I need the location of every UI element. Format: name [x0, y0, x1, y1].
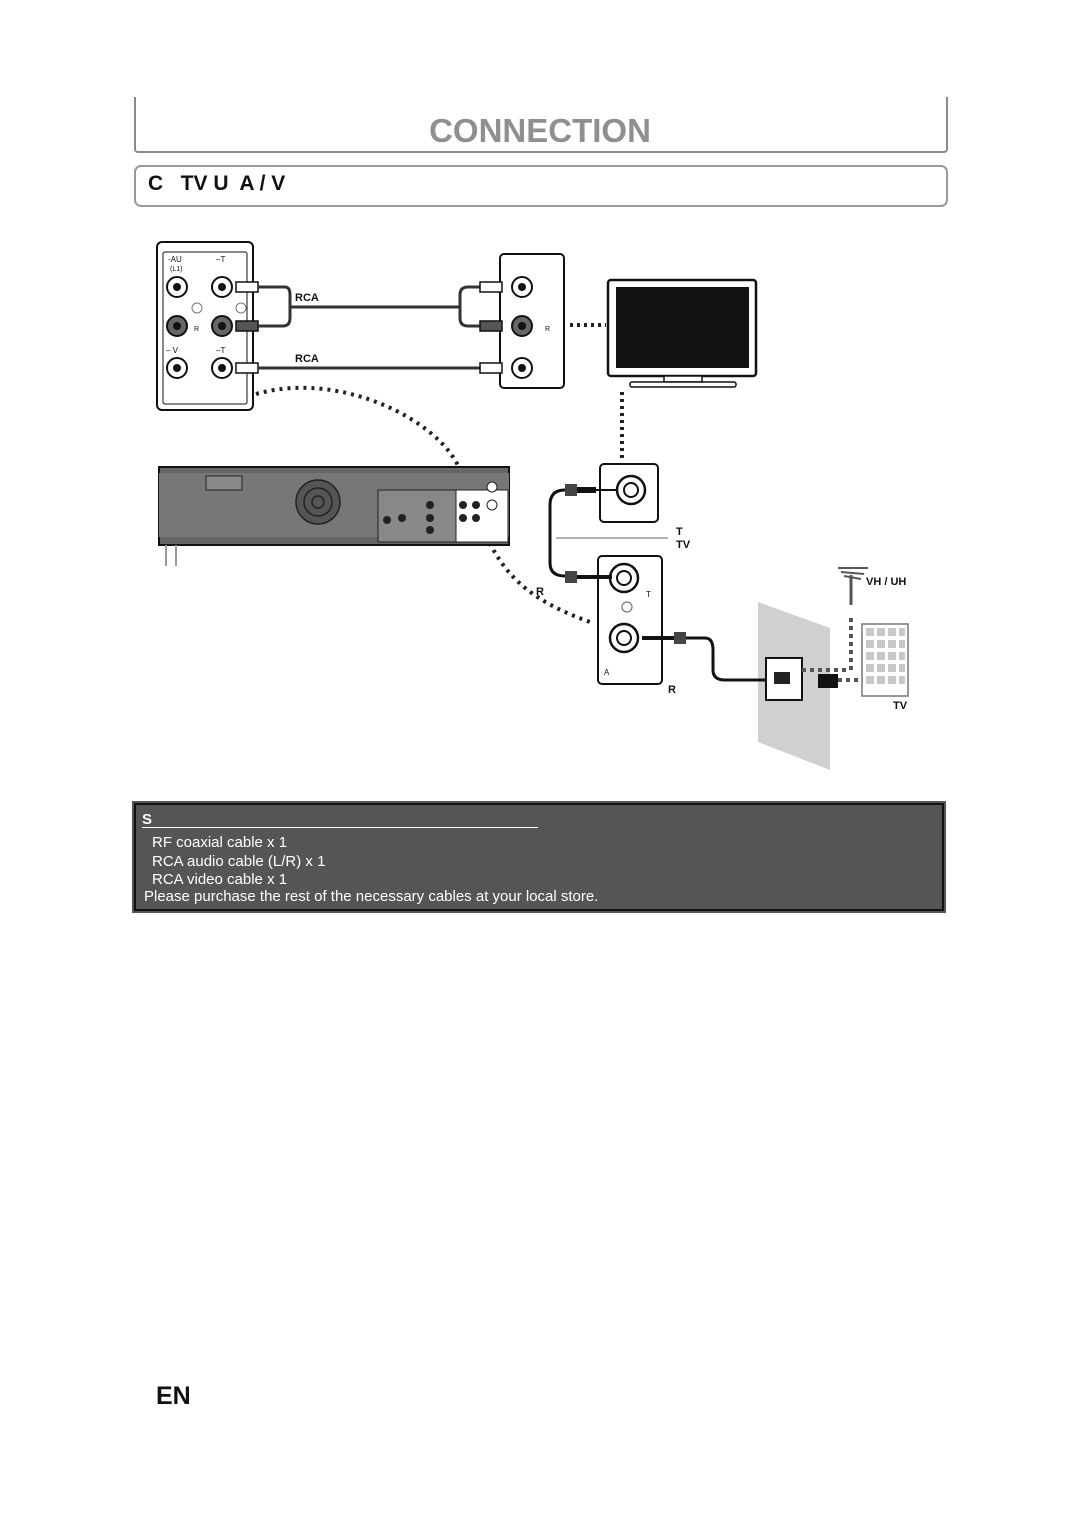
- recorder-jack-panel: -AU (L1) –T R – V –T: [156, 241, 254, 411]
- rf-out-label: T: [646, 590, 651, 599]
- tv-rf-input: [565, 463, 659, 523]
- ant-box-label: A: [604, 668, 610, 677]
- tv-jack-panel: R: [479, 253, 565, 389]
- cable-tv-building-icon: [861, 623, 909, 697]
- list-item: RF coaxial cable x 1: [152, 834, 288, 851]
- cable-tv-label: TV: [893, 700, 908, 712]
- rca-label-bottom: RCA: [295, 353, 319, 365]
- connection-diagram: -AU (L1) –T R – V –T RCA RCA: [156, 241, 909, 770]
- supplied-note: Please purchase the rest of the necessar…: [144, 888, 599, 905]
- section-title: C TV U A / V: [148, 172, 286, 195]
- supplied-heading-rule: [142, 827, 538, 828]
- supplied-heading: S: [142, 811, 153, 828]
- supplied-cables-box: S RF coaxial cable x 1 RCA audio cable (…: [132, 801, 946, 913]
- jack-r-label-right: R: [545, 326, 550, 333]
- rca-label-top: RCA: [295, 292, 319, 304]
- tv-sub-label: TV: [676, 539, 691, 551]
- list-item: RCA video cable x 1: [152, 871, 288, 888]
- antenna-label: VH / UH: [866, 576, 906, 588]
- l1-label: (L1): [170, 266, 182, 273]
- recorder-rf-panel: T A: [565, 555, 686, 685]
- tv-top-label: T: [676, 526, 683, 538]
- list-item: RCA audio cable (L/R) x 1: [152, 852, 326, 870]
- rf-label: R: [536, 586, 544, 598]
- title-frame: [134, 97, 948, 153]
- section-header-frame: [134, 165, 948, 207]
- out-label-top: –T: [216, 255, 225, 264]
- antenna-icon: [838, 567, 868, 670]
- audio-label: -AU: [168, 255, 182, 264]
- tv-icon: [606, 278, 758, 388]
- supplied-list: RF coaxial cable x 1 RCA audio cable (L/…: [152, 834, 325, 890]
- jack-r-label-left: R: [194, 326, 199, 333]
- page-language-code: EN: [156, 1382, 191, 1410]
- out-label-bottom: –T: [216, 346, 225, 355]
- video-label: – V: [166, 346, 179, 355]
- bottom-r-label: R: [668, 684, 676, 696]
- recorder-rear-view: [158, 466, 510, 566]
- page-title: CONNECTION: [429, 112, 651, 149]
